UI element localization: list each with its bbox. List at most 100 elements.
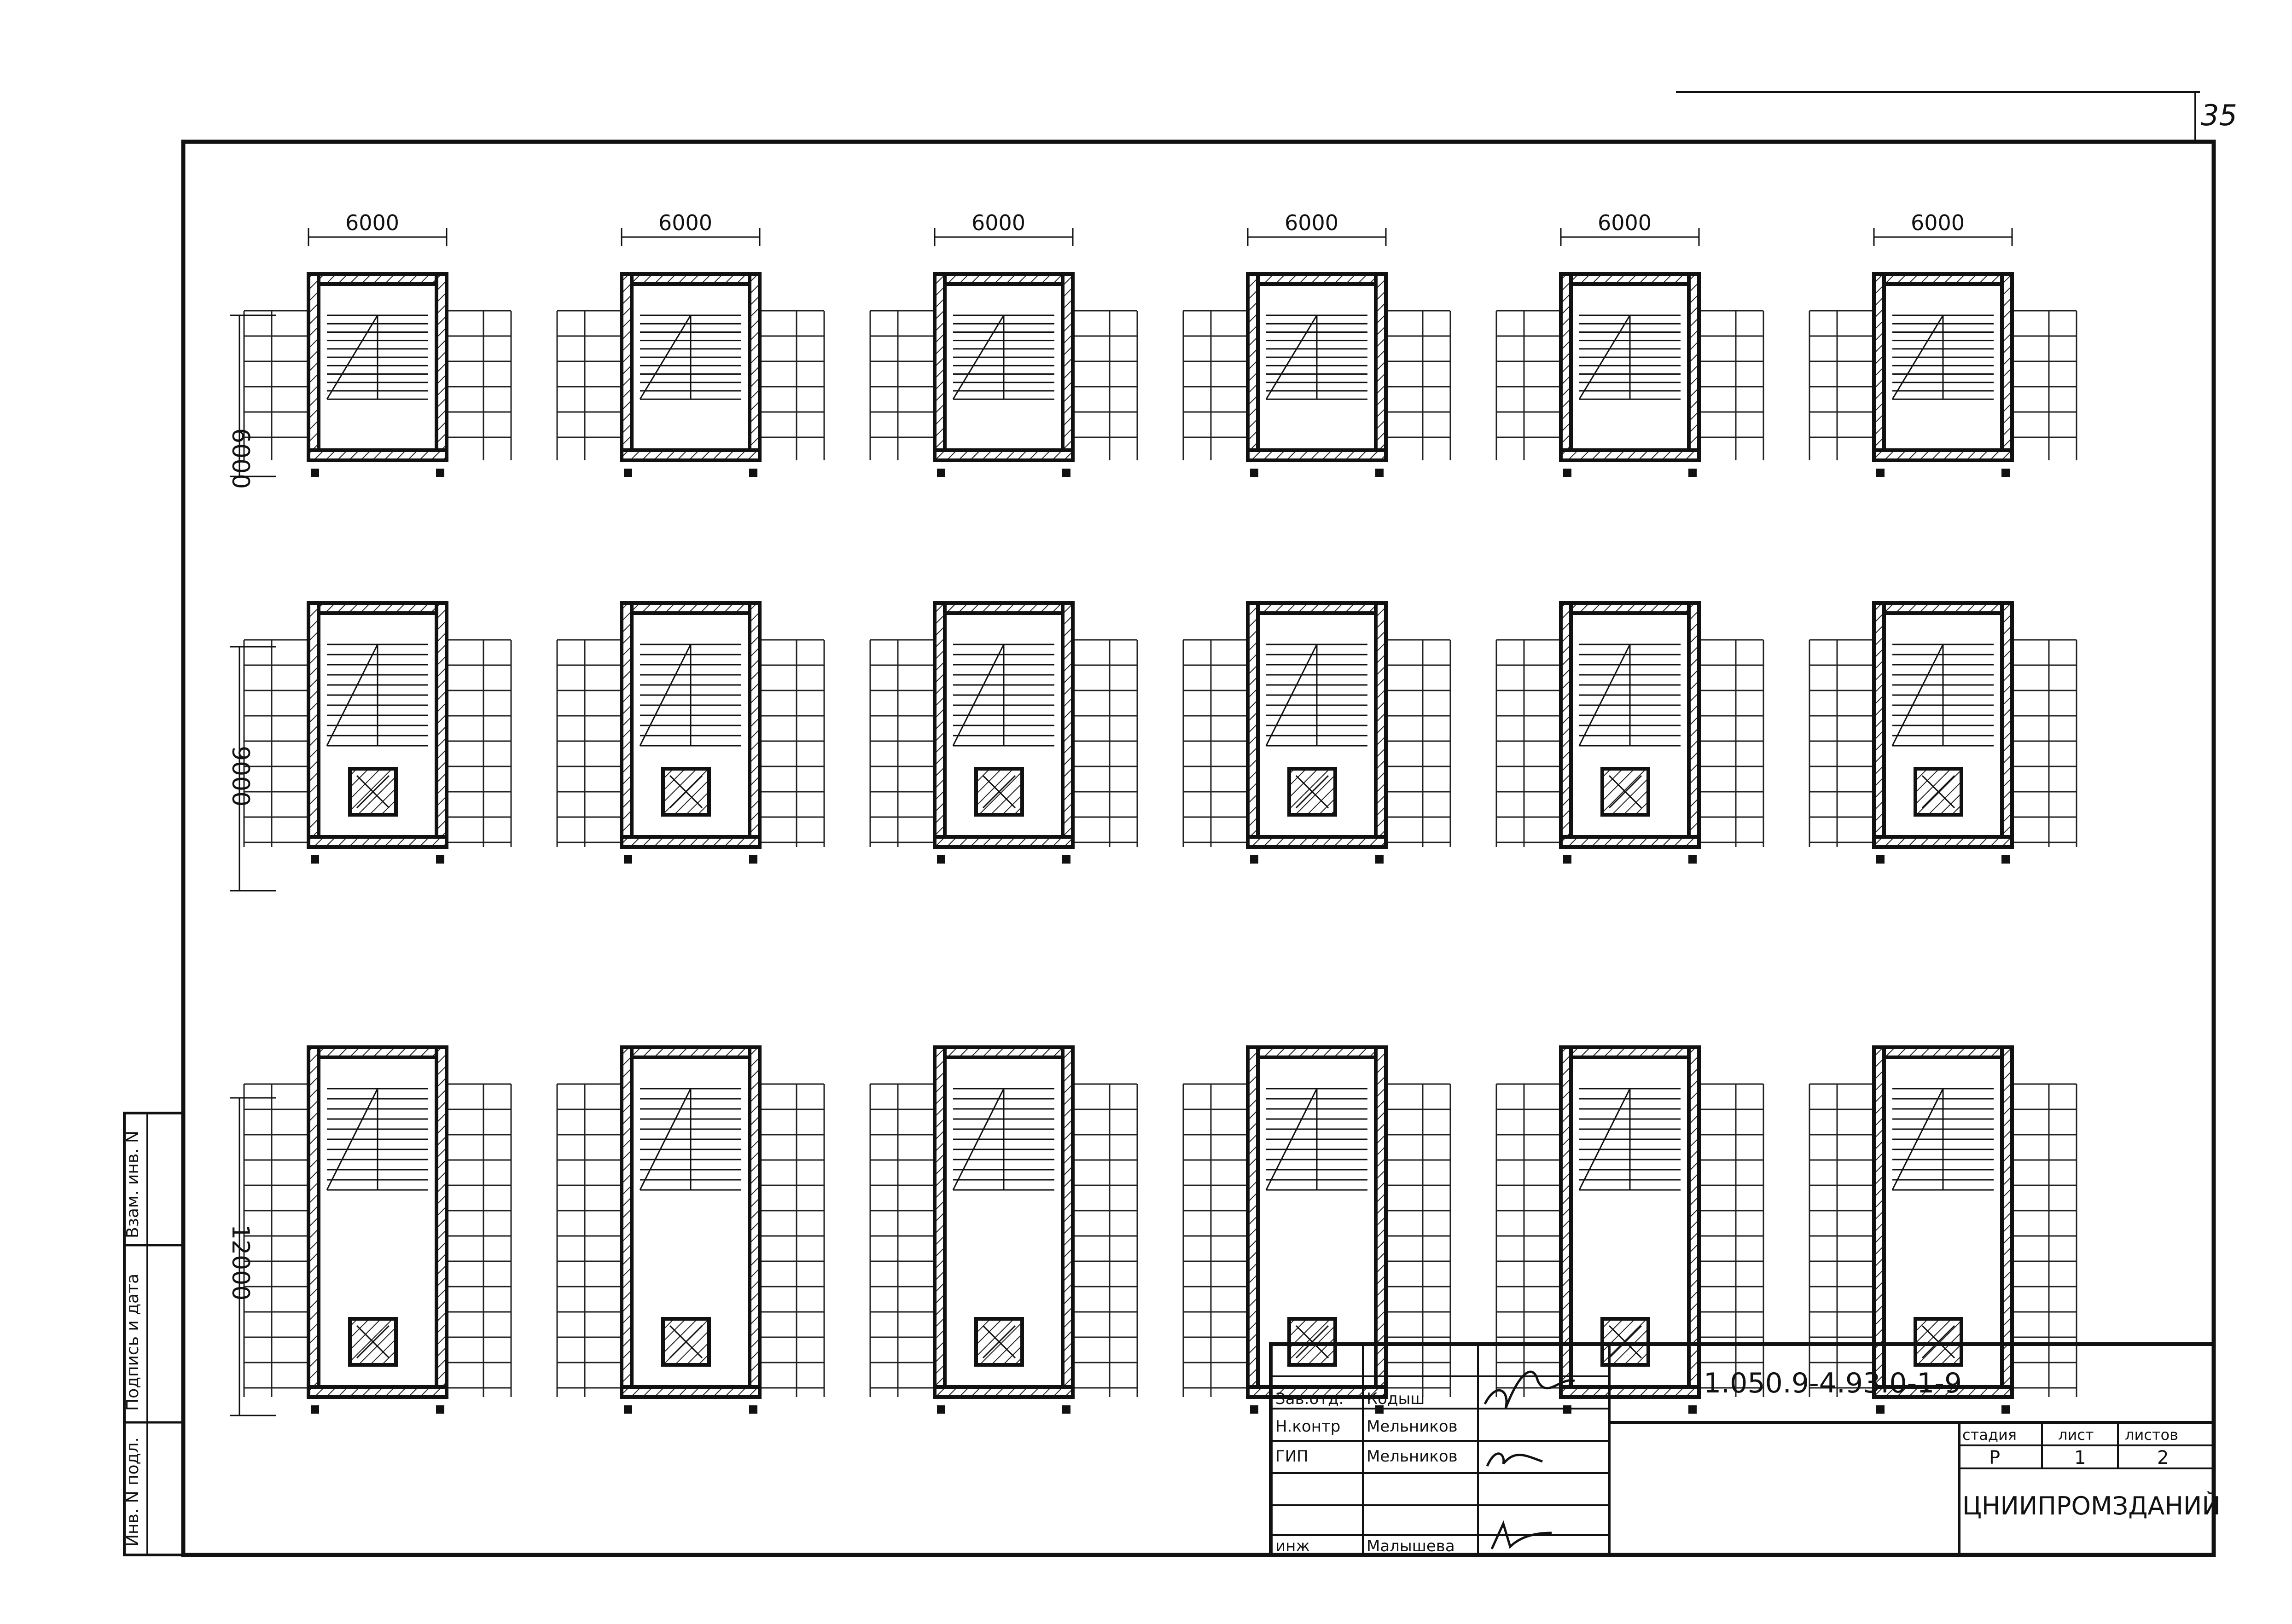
plan-5-top-wall — [1559, 272, 1701, 286]
stamp-name-6: Малышева — [1367, 1537, 1455, 1555]
plan-9-bottom-wall — [933, 835, 1075, 849]
plan-17-top-wall — [1559, 1045, 1701, 1059]
plan-1-right-wall — [435, 272, 448, 462]
plan-14-lift-shaft — [661, 1317, 711, 1367]
plan-2-stair-flights — [639, 314, 741, 400]
plan-13-left-wall — [307, 1045, 320, 1399]
plan-5-stair-flights — [1578, 314, 1681, 400]
sheets-label: листов — [2125, 1426, 2178, 1444]
row-dimension-labels: 6000 9000 12000 — [227, 314, 276, 1416]
stamp-name-2: Мельников — [1367, 1417, 1458, 1436]
document-code: 1.050.9-4.93.0-1-9 — [1704, 1367, 1962, 1399]
plan-5-wall-grid — [1495, 310, 1764, 460]
stair-plan-11 — [1495, 601, 1764, 864]
plan-3-column-markers — [937, 469, 1070, 477]
side-strip: Инв. N подл. Подпись и дата Взам. инв. N — [123, 1112, 185, 1556]
plan-12-left-wall — [1872, 601, 1886, 849]
plan-12-top-wall — [1872, 601, 2014, 615]
plan-4-stair-flights — [1265, 314, 1367, 400]
plan-6-bottom-wall — [1872, 448, 2014, 462]
sheet-frame — [181, 139, 2216, 1557]
plan-7-wall-grid — [243, 639, 512, 847]
plan-1-width-label: 6000 — [345, 210, 399, 235]
plan-17-bottom-wall — [1559, 1385, 1701, 1399]
plan-14-right-wall — [748, 1045, 762, 1399]
plan-3-left-wall — [933, 272, 947, 462]
plan-6-top-wall — [1872, 272, 2014, 286]
plan-2-top-wall — [620, 272, 762, 286]
plan-1-top-wall — [307, 272, 448, 286]
stair-plan-13 — [243, 1045, 512, 1414]
plan-4-top-wall — [1246, 272, 1388, 286]
plan-11-top-wall — [1559, 601, 1701, 615]
stair-plan-14 — [556, 1045, 825, 1414]
plan-18-lift-shaft — [1914, 1317, 1963, 1367]
plan-7-stair-flights — [326, 644, 428, 747]
plan-13-wall-grid — [243, 1083, 512, 1397]
plan-2-right-wall — [748, 272, 762, 462]
plan-2-width-label: 6000 — [658, 210, 712, 235]
side-strip-label-replace: Взам. инв. N — [123, 1131, 142, 1238]
plan-10-top-wall — [1246, 601, 1388, 615]
plan-18-column-markers — [1876, 1405, 2010, 1414]
plan-6-left-wall — [1872, 272, 1886, 462]
plan-4-wall-grid — [1182, 310, 1451, 460]
row-1-height-label: 6000 — [227, 428, 254, 489]
plan-11-stair-flights — [1578, 644, 1681, 747]
stair-plan-6: 6000 — [1809, 210, 2077, 477]
plan-2-width-dimension: 6000 — [621, 210, 761, 246]
plan-15-lift-shaft — [974, 1317, 1024, 1367]
row-3-height-label: 12000 — [227, 1224, 254, 1300]
stair-plan-2: 6000 — [556, 210, 825, 477]
plan-5-bottom-wall — [1559, 448, 1701, 462]
stair-plan-7 — [243, 601, 512, 864]
plan-14-column-markers — [624, 1405, 757, 1414]
plan-4-bottom-wall — [1246, 448, 1388, 462]
plan-10-stair-flights — [1265, 644, 1367, 747]
stair-plan-4: 6000 — [1182, 210, 1451, 477]
stair-plan-18 — [1809, 1045, 2077, 1414]
plan-14-left-wall — [620, 1045, 634, 1399]
signature-2 — [1486, 1452, 1543, 1467]
plan-8-wall-grid — [556, 639, 825, 847]
plan-1-stair-flights — [326, 314, 428, 400]
plan-14-bottom-wall — [620, 1385, 762, 1399]
plan-1-left-wall — [307, 272, 320, 462]
plan-1-wall-grid — [243, 310, 512, 460]
plan-4-column-markers — [1250, 469, 1384, 477]
plan-6-width-dimension: 6000 — [1873, 210, 2013, 246]
plan-10-column-markers — [1250, 855, 1384, 864]
plan-12-column-markers — [1876, 855, 2010, 864]
plan-11-wall-grid — [1495, 639, 1764, 847]
plan-6-stair-flights — [1891, 314, 1994, 400]
plan-1-column-markers — [311, 469, 444, 477]
sheets-value: 2 — [2157, 1447, 2169, 1468]
plan-14-top-wall — [620, 1045, 762, 1059]
plan-8-top-wall — [620, 601, 762, 615]
plan-6-wall-grid — [1809, 310, 2077, 460]
sheet-value: 1 — [2074, 1447, 2086, 1468]
plan-16-left-wall — [1246, 1045, 1260, 1399]
plan-13-right-wall — [435, 1045, 448, 1399]
plan-13-lift-shaft — [348, 1317, 398, 1367]
plan-9-left-wall — [933, 601, 947, 849]
plan-9-stair-flights — [952, 644, 1054, 747]
plan-3-wall-grid — [869, 310, 1138, 460]
plan-15-right-wall — [1061, 1045, 1075, 1399]
plan-4-width-label: 6000 — [1285, 210, 1338, 235]
plan-11-left-wall — [1559, 601, 1573, 849]
plan-11-bottom-wall — [1559, 835, 1701, 849]
plan-16-stair-flights — [1265, 1088, 1367, 1191]
plan-8-bottom-wall — [620, 835, 762, 849]
plan-13-top-wall — [307, 1045, 448, 1059]
stair-plan-1: 6000 — [243, 210, 512, 477]
stair-plan-17 — [1495, 1045, 1764, 1414]
plan-8-lift-shaft — [661, 767, 711, 817]
plan-3-right-wall — [1061, 272, 1075, 462]
plan-5-width-label: 6000 — [1598, 210, 1652, 235]
stair-plan-10 — [1182, 601, 1451, 864]
plan-5-width-dimension: 6000 — [1560, 210, 1700, 246]
stage-value: Р — [1989, 1447, 2000, 1468]
